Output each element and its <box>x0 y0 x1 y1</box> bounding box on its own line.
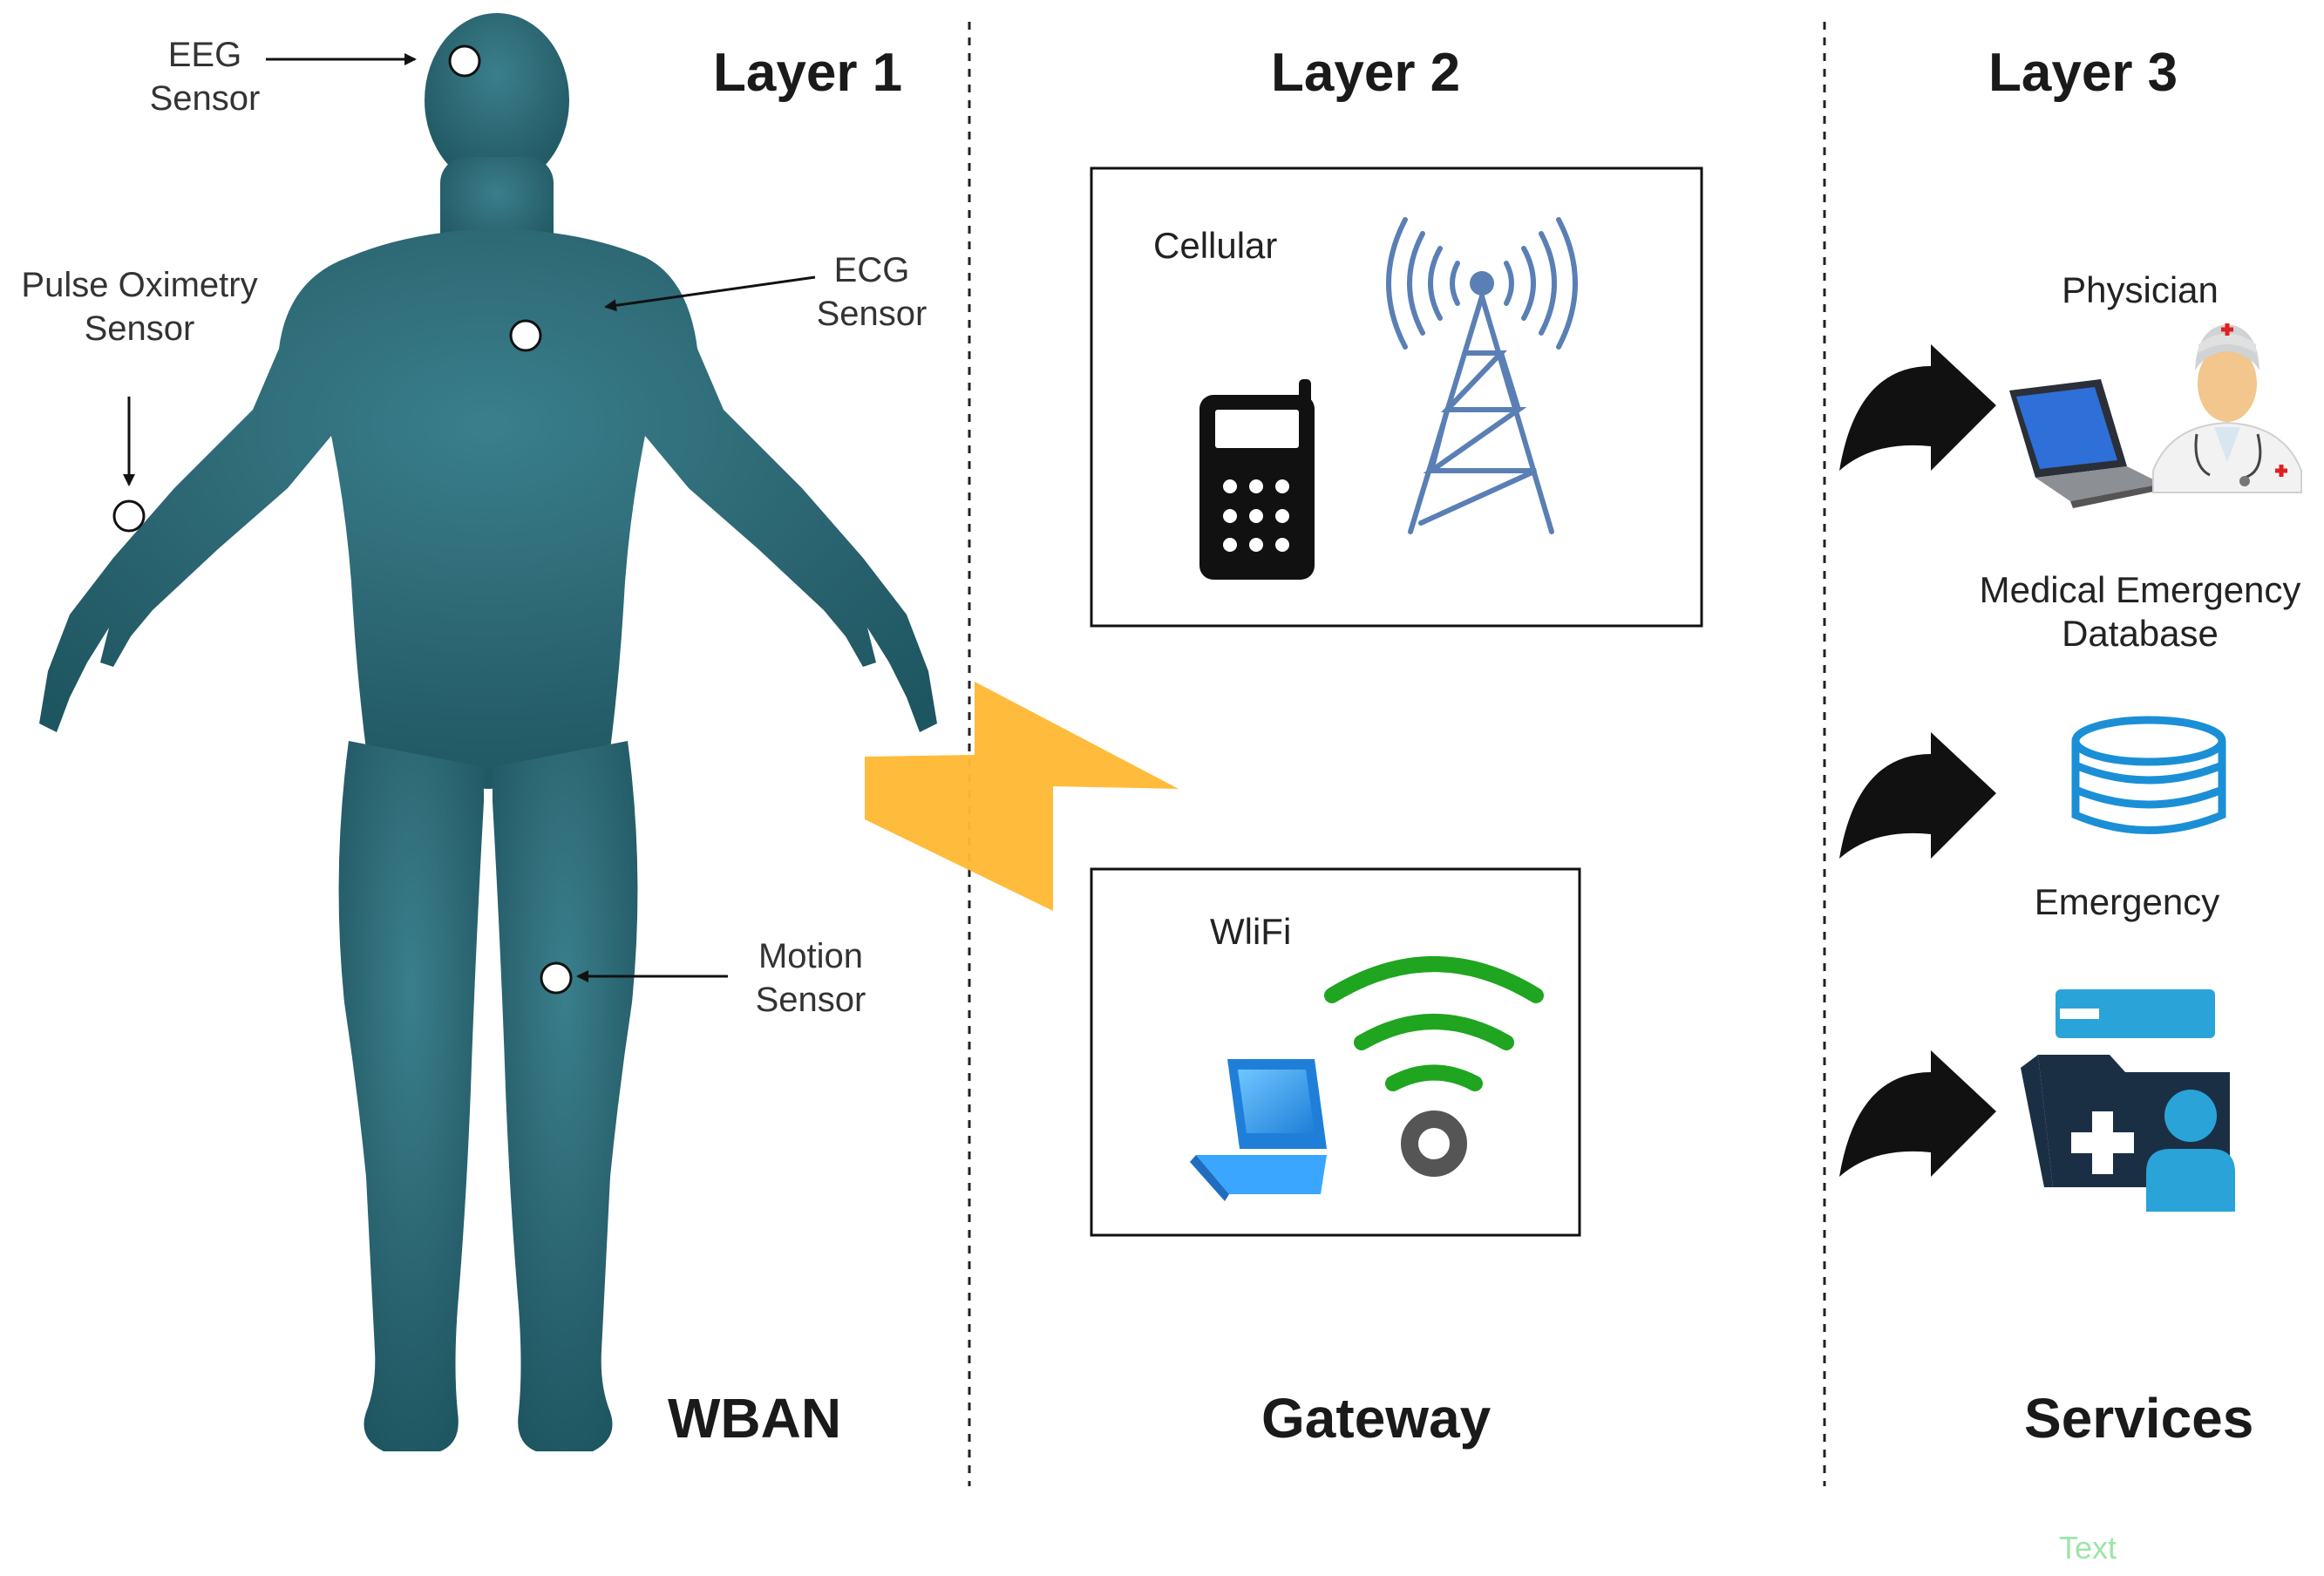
services-label: Services <box>2024 1387 2254 1450</box>
pulse-label-line1: Pulse Oximetry <box>21 266 258 304</box>
wifi-dot-icon <box>1401 1111 1467 1177</box>
motion-sensor-label: Motion Sensor <box>741 934 880 1022</box>
wireless-lightning-icon <box>865 682 1179 911</box>
emergency-label: Emergency <box>2034 881 2220 922</box>
ecg-sensor-label: ECG Sensor <box>802 248 941 336</box>
motion-sensor-dot <box>540 961 573 995</box>
eeg-sensor-dot <box>448 44 481 78</box>
ecg-label-line2: Sensor <box>816 295 928 333</box>
database-label-line2: Database <box>2062 613 2219 654</box>
database-icon <box>2071 716 2226 834</box>
physician-icon <box>2152 323 2302 493</box>
human-body-figure <box>39 13 937 1451</box>
database-label: Medical Emergency Database <box>1957 568 2323 656</box>
ecg-sensor-dot <box>509 319 542 352</box>
layer3-title: Layer 3 <box>1988 43 2178 103</box>
stray-text: Text <box>2059 1530 2117 1566</box>
cellular-label: Cellular <box>1153 225 1278 266</box>
emergency-folder-icon <box>2021 989 2235 1212</box>
wifi-box <box>1090 867 1581 1237</box>
layer1-title: Layer 1 <box>713 43 903 103</box>
motion-label-line1: Motion <box>758 937 864 975</box>
wifi-label: WliFi <box>1210 911 1292 952</box>
database-label-line1: Medical Emergency <box>1979 569 2301 610</box>
gateway-label: Gateway <box>1261 1387 1492 1450</box>
pulse-sensor-dot <box>112 499 146 533</box>
wifi-signal-icon <box>1324 956 1544 1091</box>
eeg-label-line2: Sensor <box>149 79 261 118</box>
ecg-arrow <box>604 275 816 312</box>
arrow-to-database <box>1839 732 1996 859</box>
physician-label: Physician <box>2062 269 2219 310</box>
pulse-oximetry-sensor-label: Pulse Oximetry Sensor <box>9 263 270 350</box>
pulse-label-line2: Sensor <box>84 309 195 348</box>
arrow-to-physician <box>1839 344 1996 471</box>
ecg-label-line1: ECG <box>833 251 910 289</box>
mobile-phone-icon <box>1199 379 1315 580</box>
physician-laptop-icon <box>2009 379 2162 508</box>
cell-tower-icon <box>1386 217 1578 534</box>
motion-label-line2: Sensor <box>755 981 866 1019</box>
wban-label: WBAN <box>668 1387 842 1450</box>
layer2-title: Layer 2 <box>1271 43 1461 103</box>
arrow-to-emergency <box>1839 1050 1996 1177</box>
eeg-label-line1: EEG <box>167 36 242 74</box>
wifi-laptop-icon <box>1190 1059 1327 1201</box>
eeg-sensor-label: EEG Sensor <box>131 33 279 120</box>
